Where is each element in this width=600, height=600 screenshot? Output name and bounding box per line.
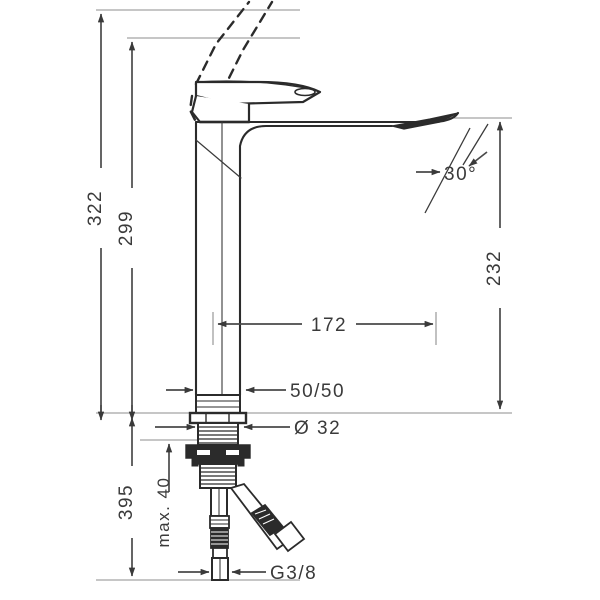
lever-handle-top-edge	[195, 80, 317, 91]
dim-395-label: 395	[116, 484, 137, 520]
bracket-slot-left	[197, 450, 210, 455]
dim-299-label: 299	[116, 210, 137, 246]
dimension-232: 232	[484, 121, 513, 410]
base-collar	[195, 394, 241, 414]
flex-hose-right	[229, 482, 306, 553]
dim-5050-label: 50/50	[290, 381, 345, 402]
threaded-shank	[197, 422, 239, 446]
lower-nut-thread-lines	[200, 467, 236, 485]
dimension-322: 322	[85, 13, 114, 421]
bracket-slot-right	[226, 450, 239, 455]
dimension-395: 395	[116, 417, 145, 577]
spout-tip	[391, 112, 459, 130]
faucet-outline	[188, 0, 460, 397]
dim-angle30-label: 30°	[444, 164, 477, 185]
dimension-angle30: 30°	[416, 123, 489, 214]
lever-tip-cap	[294, 87, 316, 97]
shank-thread-lines	[198, 426, 238, 444]
bracket-leg-left	[191, 457, 199, 467]
dimension-max40: max. 40	[154, 443, 173, 548]
base-valve-assembly	[185, 394, 306, 581]
dimension-5050: 50/50	[166, 381, 345, 402]
lever-raised-dashed	[188, 0, 274, 124]
dim-322-label: 322	[85, 190, 106, 226]
dimension-dia32: Ø 32	[155, 418, 341, 439]
dimension-172: 172	[212, 312, 437, 345]
dim-g38-label: G3/8	[270, 563, 317, 584]
dim-max40-label: max. 40	[154, 477, 173, 548]
bracket-leg-right	[237, 457, 245, 467]
dim-172-label: 172	[311, 315, 347, 336]
spout-underside	[238, 124, 394, 397]
dim-dia32-label: Ø 32	[294, 418, 341, 439]
dimension-g38: G3/8	[178, 563, 317, 584]
leader-line-body	[195, 139, 242, 179]
flex-hose-left	[209, 515, 230, 559]
dim-232-label: 232	[484, 250, 505, 286]
dimension-299: 299	[116, 41, 145, 421]
deck-washer	[188, 411, 248, 425]
